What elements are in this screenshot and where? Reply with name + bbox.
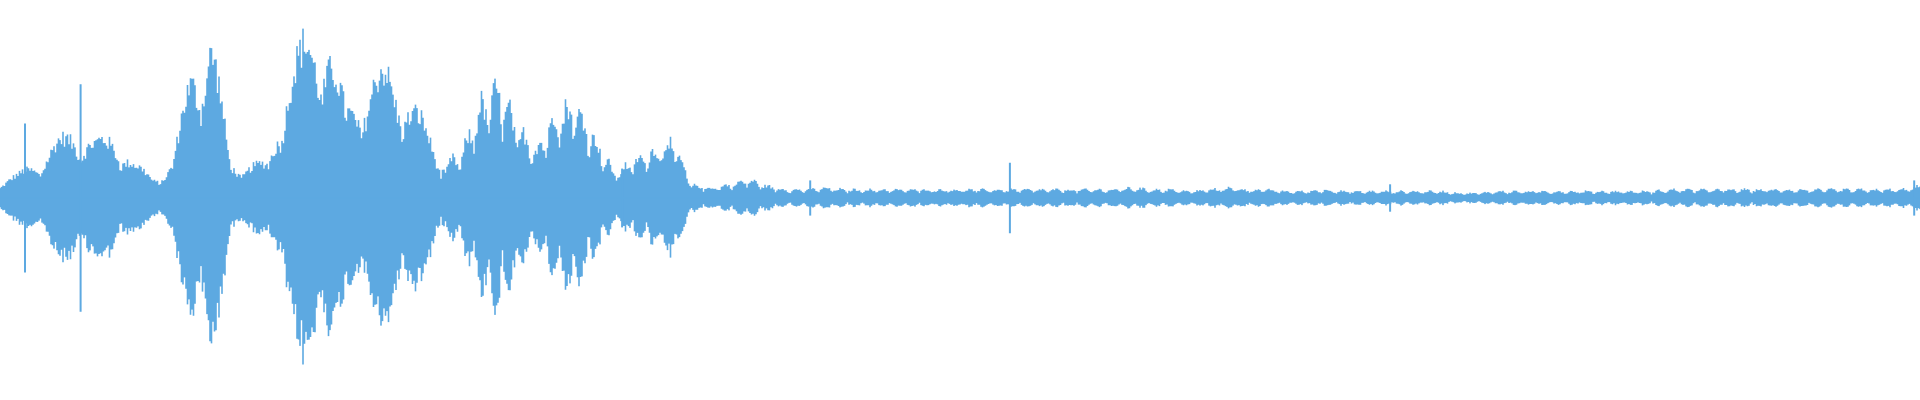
waveform-samples: [0, 28, 1920, 365]
waveform-trace: [0, 28, 1920, 365]
